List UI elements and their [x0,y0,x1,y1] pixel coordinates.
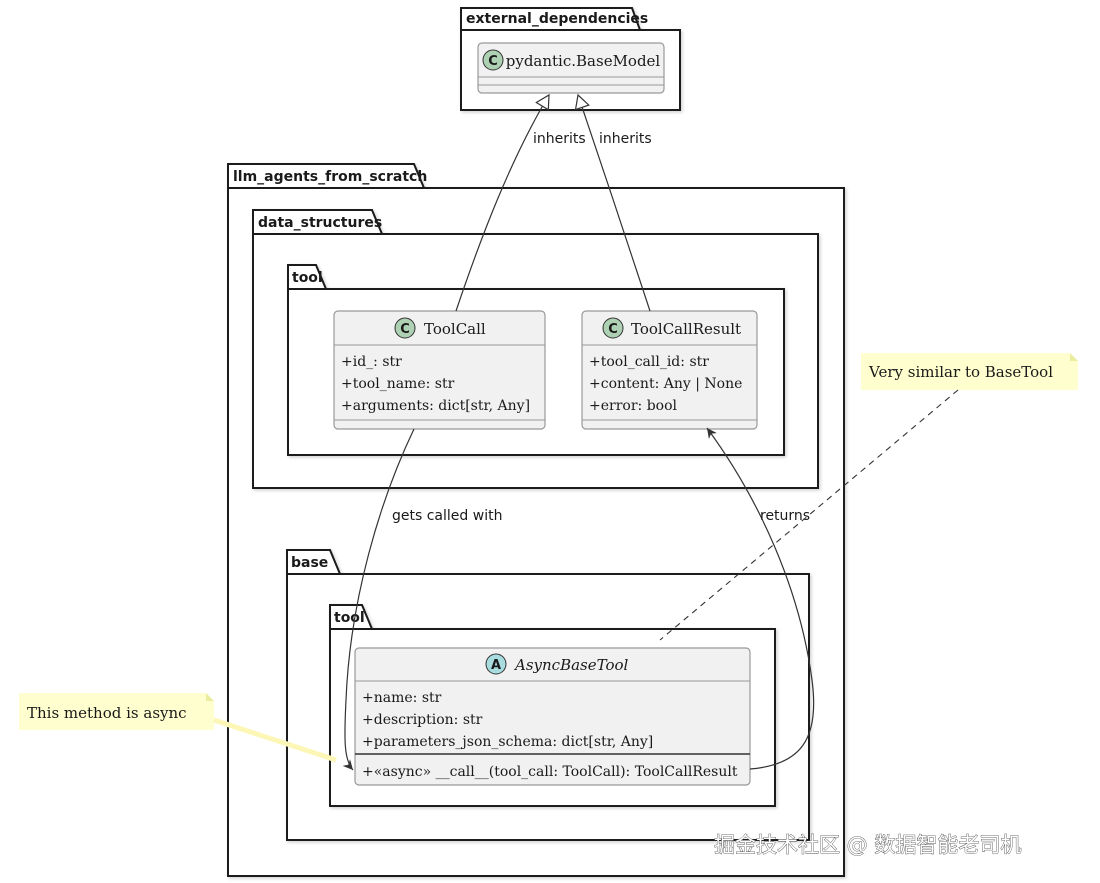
class-name: AsyncBaseTool [513,656,629,674]
class-async-base-tool[interactable]: A AsyncBaseTool +name: str +description:… [354,647,751,786]
class-method: +«async» __call__(tool_call: ToolCall): … [362,764,738,780]
class-tool-call-result[interactable]: C ToolCallResult +tool_call_id: str +con… [581,310,758,430]
package-label: llm_agents_from_scratch [233,169,427,185]
class-field: +content: Any | None [589,376,742,392]
note-method-async: This method is async [19,693,214,730]
note-connector-async [213,717,337,763]
class-name: ToolCall [424,320,486,338]
class-name: pydantic.BaseModel [506,52,661,70]
package-label: tool [292,270,323,286]
class-badge-letter: C [488,54,498,69]
class-name: ToolCallResult [631,320,741,338]
class-field: +id_: str [341,354,402,370]
class-badge-icon [394,317,416,339]
edge-label-inherits: inherits [599,131,652,147]
class-badge-letter: A [491,658,501,673]
edge-inherits-tool-call [455,93,550,312]
class-base-model[interactable]: C pydantic.BaseModel [477,42,665,94]
note-very-similar: Very similar to BaseTool [861,353,1078,390]
class-badge-icon [602,317,624,339]
class-badge-letter: C [400,322,410,337]
edge-label-inherits: inherits [533,131,586,147]
class-tool-call[interactable]: C ToolCall +id_: str +tool_name: str +ar… [333,310,546,430]
note-connector-similar [659,389,959,641]
class-field: +description: str [362,712,483,728]
package-label: tool [334,610,365,626]
edge-inherits-tool-call-result [574,93,651,312]
class-field: +tool_name: str [341,376,455,392]
watermark-text: 掘金技术社区 @ 数据智能老司机 [714,833,1021,857]
package-label: external_dependencies [466,11,648,27]
class-field: +error: bool [589,398,678,414]
class-field: +name: str [362,690,442,706]
edge-label-returns: returns [760,508,810,524]
package-label: data_structures [258,215,382,231]
class-badge-icon [482,49,504,71]
class-badge-letter: C [608,322,618,337]
class-field: +tool_call_id: str [589,354,709,370]
class-field: +parameters_json_schema: dict[str, Any] [362,734,653,750]
edge-gets-called-with [342,428,415,771]
note-text: This method is async [27,704,187,722]
package-label: base [291,555,328,571]
edge-returns [706,427,815,770]
class-field: +arguments: dict[str, Any] [341,398,530,414]
abstract-badge-icon [485,653,507,675]
edge-label-gets-called-with: gets called with [392,508,502,524]
note-text: Very similar to BaseTool [868,363,1053,381]
